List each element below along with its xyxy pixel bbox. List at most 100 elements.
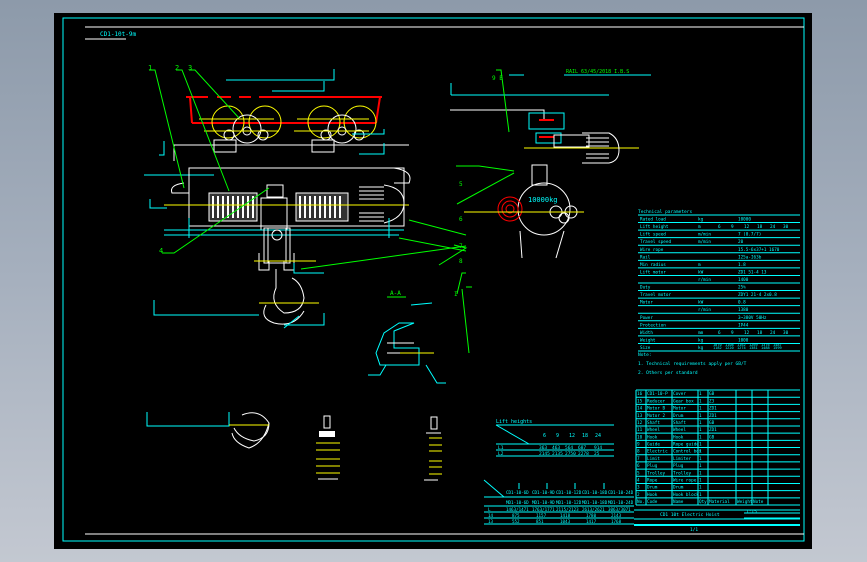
bom-cell: 1 <box>699 434 702 440</box>
part-label-7: 7 <box>459 243 463 250</box>
bom-cell: 1 <box>699 470 702 476</box>
param-unit: m/min <box>698 232 711 238</box>
bom-cell: 1 <box>699 427 702 433</box>
bom-cell: 8 <box>637 449 640 455</box>
bom-cell: 12 <box>637 420 643 426</box>
param-label: Lift height <box>640 224 669 230</box>
wheel-left <box>211 105 282 144</box>
part-label-1: 1 <box>148 64 152 72</box>
lift-row: L2 2145 2135 2750 2278 25 <box>498 451 600 457</box>
param-value: 6 <box>718 330 721 336</box>
hook-block <box>258 227 305 325</box>
param-label: Rail <box>640 254 651 260</box>
svg-text:L: L <box>488 507 491 512</box>
param-value: 1376 <box>761 343 770 347</box>
hook-detail <box>146 412 270 449</box>
param-unit: m <box>698 263 701 268</box>
bom-header: Note <box>753 499 764 505</box>
hoist-body <box>171 167 411 194</box>
trolley-clamp <box>311 139 335 153</box>
bom-cell: 1 <box>699 456 702 462</box>
part-label-4: 4 <box>159 247 163 255</box>
bom-cell: Motor B <box>647 406 666 412</box>
param-value: ZDY1 21-4 2x0.8 <box>738 292 777 298</box>
svg-text:1418: 1418 <box>560 513 571 518</box>
note-line: Note: <box>638 352 652 358</box>
side-frame <box>450 109 545 120</box>
param-value: 12 <box>744 330 750 336</box>
side-leaders <box>456 69 515 205</box>
svg-text:552: 552 <box>512 519 520 524</box>
bom-cell: Control box <box>673 449 702 455</box>
bom-cell: 14 <box>637 406 643 412</box>
model-name: CD1-10-9D <box>532 490 555 495</box>
bom-cell: 1 <box>699 442 702 448</box>
param-value: 1162 <box>737 343 746 347</box>
bom-cell: 1 <box>699 477 702 483</box>
param-value: I25a-I63b <box>738 254 762 260</box>
model-name: CD1-10-12D <box>556 490 582 495</box>
dimension-line <box>149 199 167 209</box>
param-value: 30 <box>783 330 789 336</box>
capacity-label: 10000kg <box>528 196 558 204</box>
model-table <box>483 479 634 525</box>
drawing-sheet: CD1-10t-9m <box>54 13 812 549</box>
bom-cell: Wheel <box>647 427 660 433</box>
bom-cell: Motor 2 <box>647 413 666 419</box>
param-value: 1220 <box>725 346 734 350</box>
note-line: 1. Technical requirements apply per GB/T <box>638 361 747 367</box>
param-unit: r/min <box>698 277 711 283</box>
param-label: Size <box>640 345 651 351</box>
param-value: 1274 <box>737 346 746 350</box>
chain <box>555 230 565 259</box>
param-unit: kg <box>698 337 704 343</box>
chain <box>519 230 523 259</box>
param-value: 1380 <box>738 307 749 313</box>
bom-cell: Rope <box>647 477 658 483</box>
svg-text:1768: 1768 <box>611 519 622 524</box>
dimension-line <box>153 300 259 316</box>
bom-cell: Rope guide <box>673 442 699 448</box>
bom-cell: Reducer <box>647 398 666 404</box>
title-block-label: CD1-10t-9m <box>100 31 137 38</box>
shaft-detail-2 <box>424 416 442 481</box>
param-value: 12 <box>744 224 750 230</box>
param-value: 9 <box>731 224 734 230</box>
front-view: 1 2 3 4 <box>144 64 468 329</box>
param-label: Weight <box>640 337 656 343</box>
title-block <box>634 509 800 526</box>
param-label: Min radius <box>640 262 666 268</box>
part-label-8: 8 <box>459 258 463 265</box>
bom-cell: Hook block <box>673 492 699 498</box>
drum-center <box>260 197 288 231</box>
param-value: 6 <box>718 224 721 230</box>
dimension-line <box>359 143 385 155</box>
param-value: 18 <box>757 330 763 336</box>
param-label: Rated load <box>640 217 666 223</box>
shaft-detail-1 <box>316 415 340 480</box>
bom-cell: Drum <box>673 413 684 419</box>
section-label: A-A <box>390 290 401 297</box>
param-unit: r/min <box>698 307 711 313</box>
svg-text:1463/1471: 1463/1471 <box>506 507 529 512</box>
svg-text:3063/3071: 3063/3071 <box>608 507 631 512</box>
param-label: Travel speed <box>640 239 671 245</box>
outer-border <box>62 17 805 542</box>
model-name: MD1-10-6D <box>506 500 529 505</box>
params-title: Technical parameters <box>638 209 692 215</box>
bom-cell: Drum <box>647 485 658 491</box>
model-name: MD1-10-24D <box>608 500 634 505</box>
param-value: 18 <box>757 224 763 230</box>
bom-cell: 10 <box>637 434 643 440</box>
gearbox <box>528 112 565 130</box>
bom-header: No. <box>637 499 645 505</box>
svg-text:14: 14 <box>488 513 494 518</box>
dimension-line <box>284 313 325 326</box>
param-value: 1599 <box>773 346 782 350</box>
model-name: MD1-10-9D <box>532 500 555 505</box>
bom-cell: 7 <box>637 456 640 462</box>
bom-header: Qty <box>699 499 707 505</box>
lift-header: 12 <box>569 433 575 439</box>
param-value: 1108 <box>725 343 734 347</box>
svg-text:363: 363 <box>539 445 547 451</box>
